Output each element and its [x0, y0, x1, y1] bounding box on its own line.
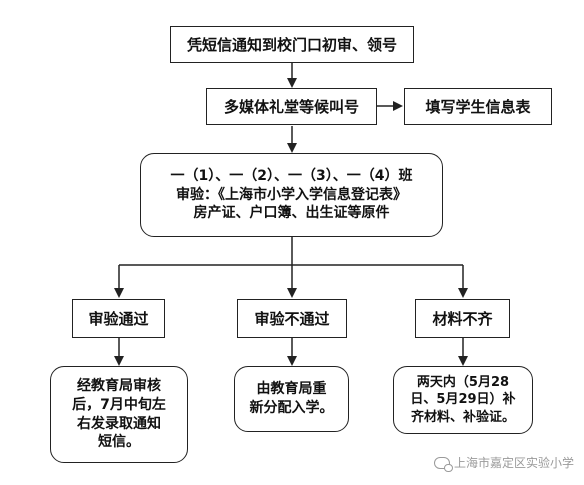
wechat-icon [433, 456, 453, 472]
incomplete-result-line-1: 两天内（5月28 [416, 374, 510, 390]
node-review: 一（1）、一（2）、一（3）、一（4）班 审验：《上海市小学入学信息登记表》 房… [140, 153, 443, 237]
pass-result-line-3: 右发录取通知 [77, 415, 161, 432]
incomplete-result-line-3: 齐材料、补验证。 [410, 409, 515, 425]
watermark-label: 上海市嘉定区实验小学 [453, 456, 574, 470]
node-incomplete-label: 材料不齐 [432, 310, 493, 328]
pass-result-line-1: 经教育局审核 [77, 377, 161, 394]
pass-result-line-4: 短信。 [98, 434, 140, 451]
node-pass-label: 审验通过 [88, 310, 149, 328]
incomplete-result-line-2: 日、5月29日）补 [410, 392, 516, 408]
node-fill-form-label: 填写学生信息表 [425, 98, 531, 116]
node-pass-result: 经教育局审核 后，7月中旬左 右发录取通知 短信。 [50, 366, 188, 463]
node-incomplete: 材料不齐 [415, 299, 510, 338]
fail-result-line-1: 由教育局重 [256, 381, 327, 398]
node-incomplete-result: 两天内（5月28 日、5月29日）补 齐材料、补验证。 [393, 366, 533, 434]
fail-result-line-2: 新分配入学。 [249, 400, 334, 416]
node-start-label: 凭短信通知到校门口初审、领号 [186, 36, 397, 54]
node-fail-result: 由教育局重 新分配入学。 [234, 366, 349, 432]
node-fail: 审验不通过 [237, 299, 347, 338]
node-wait-label: 多媒体礼堂等候叫号 [223, 98, 359, 116]
node-pass: 审验通过 [72, 299, 165, 338]
review-line-3: 房产证、户口簿、出生证等原件 [193, 205, 390, 222]
node-start: 凭短信通知到校门口初审、领号 [170, 26, 414, 63]
node-fail-label: 审验不通过 [254, 310, 330, 328]
review-line-2: 审验：《上海市小学入学信息登记表》 [176, 186, 407, 203]
pass-result-line-2: 后，7月中旬左 [72, 396, 166, 413]
review-line-1: 一（1）、一（2）、一（3）、一（4）班 [170, 167, 413, 184]
node-wait: 多媒体礼堂等候叫号 [206, 88, 377, 125]
node-fill-form: 填写学生信息表 [404, 88, 552, 125]
watermark: 上海市嘉定区实验小学 [433, 454, 574, 472]
